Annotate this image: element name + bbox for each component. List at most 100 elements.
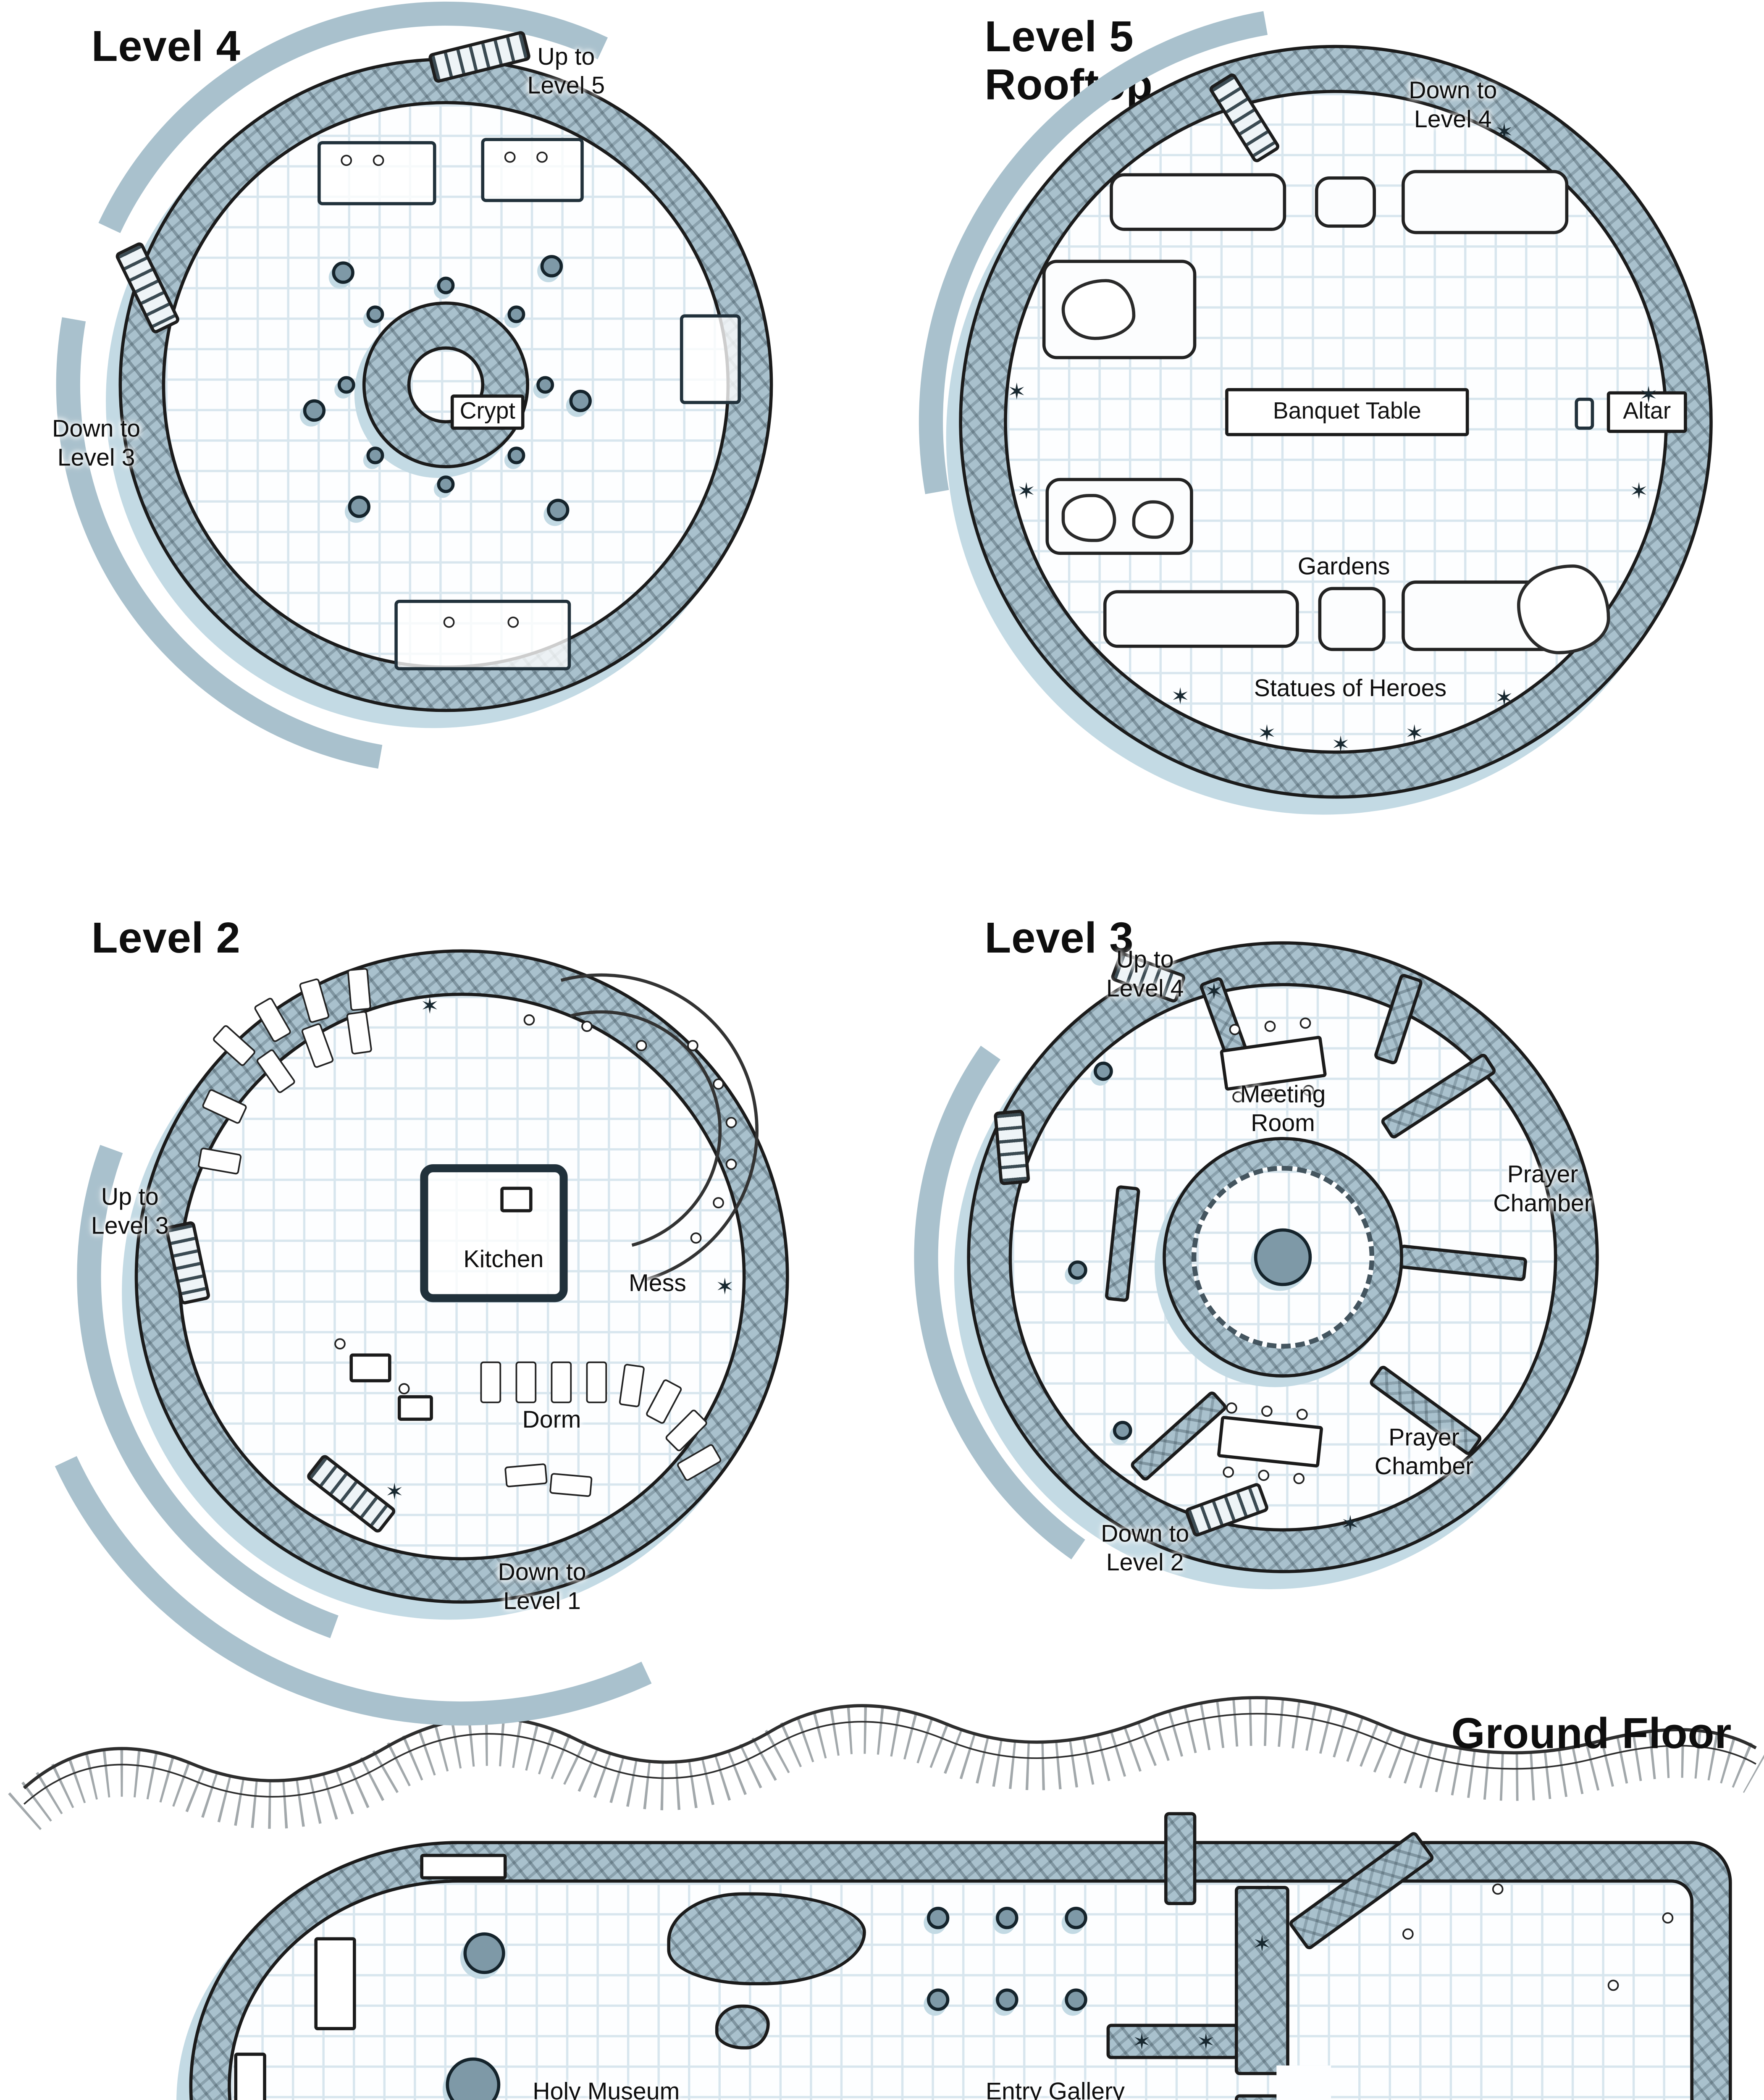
- pillar-icon: [927, 1988, 950, 2011]
- prayer-chamber-upper-label: Prayer Chamber: [1493, 1161, 1592, 1217]
- banquet-table-label: Banquet Table: [1273, 399, 1421, 425]
- garden-bed: [1318, 587, 1386, 651]
- statue-star-icon: ✶: [1196, 2029, 1215, 2055]
- cliff-top-line-2: [24, 1713, 1756, 1805]
- crypt-floor: [407, 346, 485, 423]
- debris-dot: [1492, 1883, 1504, 1895]
- ground-outer-wall: [189, 1841, 1732, 2100]
- garden-bed: [1315, 176, 1376, 228]
- crypt-label-box: Crypt: [450, 394, 525, 430]
- stool-dot: [713, 1078, 724, 1090]
- level2-up-label: Up to Level 3: [91, 1184, 169, 1240]
- bed: [480, 1361, 501, 1403]
- central-pillar-icon: [1254, 1228, 1312, 1286]
- crypt-pillar-icon: [507, 305, 525, 323]
- gate-spike-wall: [1164, 1812, 1197, 1905]
- stove: [500, 1186, 533, 1213]
- crypt-pillar-icon: [337, 376, 355, 394]
- dorm-label: Dorm: [522, 1407, 581, 1434]
- plant-blob: [1061, 279, 1136, 340]
- display-case: [314, 1937, 356, 2030]
- chair-dot: [1232, 1091, 1244, 1102]
- statue-star-icon: ✶: [715, 1273, 735, 1299]
- level4-alcove-room: [318, 141, 436, 205]
- alcove-dot: [373, 155, 384, 166]
- statue-star-icon: ✶: [1341, 1510, 1360, 1536]
- pillar-icon: [463, 1932, 505, 1974]
- level5-down-label: Down to Level 4: [1409, 77, 1497, 133]
- level4-down-label: Down to Level 3: [52, 416, 141, 472]
- crypt-pillar-icon: [437, 276, 455, 294]
- level4-up-label: Up to Level 5: [527, 44, 605, 100]
- gardens-label: Gardens: [1297, 553, 1390, 581]
- ground-floor-surface: [228, 1879, 1693, 2100]
- stool-dot: [713, 1197, 724, 1208]
- alcove-dot: [443, 617, 455, 628]
- statue-star-icon: ✶: [1132, 2029, 1151, 2055]
- alcove-dot: [536, 151, 548, 163]
- level3-central-floor: [1191, 1166, 1375, 1349]
- statue-star-icon: ✶: [1495, 685, 1514, 711]
- gate-wall: [1235, 1886, 1289, 2075]
- table: [397, 1395, 433, 1421]
- meeting-room-label: Meeting Room: [1240, 1081, 1326, 1137]
- kitchen-room: [420, 1164, 568, 1302]
- pillar-icon: [1068, 1260, 1087, 1280]
- pillar-icon: [1094, 1061, 1113, 1081]
- statue-star-icon: ✶: [1331, 731, 1350, 757]
- stool-dot: [725, 1158, 737, 1170]
- pillar-icon: [996, 1906, 1018, 1929]
- display-case: [234, 2053, 266, 2100]
- statue-star-icon: ✶: [1204, 978, 1223, 1004]
- statue-star-icon: ✶: [1495, 118, 1514, 144]
- prayer-chamber-lower-label: Prayer Chamber: [1374, 1424, 1474, 1480]
- level3-down-label: Down to Level 2: [1101, 1520, 1189, 1577]
- pillar-icon: [996, 1988, 1018, 2011]
- chair-dot: [1293, 1473, 1305, 1484]
- statue-star-icon: ✶: [1405, 720, 1424, 746]
- stool-dot: [581, 1021, 593, 1032]
- stool-dot: [690, 1232, 702, 1244]
- gate-opening: [1276, 2065, 1331, 2100]
- ground-heading: Ground Floor: [1451, 1709, 1732, 1758]
- level4-heading: Level 4: [91, 22, 241, 71]
- plant-blob: [1061, 494, 1116, 542]
- level4-alcove-room: [680, 314, 741, 404]
- plant-blob: [1132, 500, 1174, 539]
- crypt-label: Crypt: [459, 399, 515, 425]
- statue-star-icon: ✶: [1171, 683, 1190, 709]
- chair-dot: [334, 1338, 346, 1349]
- chair-dot: [398, 1383, 410, 1394]
- stool-dot: [687, 1040, 698, 1051]
- garden-bed: [1042, 260, 1197, 360]
- level2-heading: Level 2: [91, 914, 241, 962]
- pillar-icon: [1113, 1420, 1132, 1440]
- mess-label: Mess: [629, 1270, 686, 1298]
- level5-heading: Level 5 Rooftop: [984, 13, 1153, 110]
- level2-outer-wall: [134, 949, 789, 1604]
- pillar-icon: [446, 2057, 501, 2100]
- chair-dot: [1264, 1021, 1276, 1032]
- pillar-icon: [540, 255, 563, 278]
- statue-star-icon: ✶: [385, 1478, 404, 1504]
- chair-dot: [1258, 1470, 1270, 1481]
- kitchen-label: Kitchen: [463, 1246, 544, 1274]
- level4-alcove-room: [394, 600, 571, 670]
- chair-dot: [1297, 1409, 1308, 1420]
- pillar-icon: [569, 389, 592, 412]
- altar: Altar: [1606, 391, 1687, 433]
- altar-lectern: [1575, 397, 1594, 430]
- statue-star-icon: ✶: [1629, 478, 1648, 504]
- garden-bed: [1402, 170, 1569, 234]
- stool-dot: [523, 1014, 535, 1026]
- cliff-outcrop: [8, 1696, 1764, 1830]
- alcove-dot: [507, 617, 519, 628]
- debris-dot: [1662, 1912, 1674, 1924]
- level2-down-label: Down to Level 1: [498, 1559, 586, 1615]
- alcove-dot: [341, 155, 352, 166]
